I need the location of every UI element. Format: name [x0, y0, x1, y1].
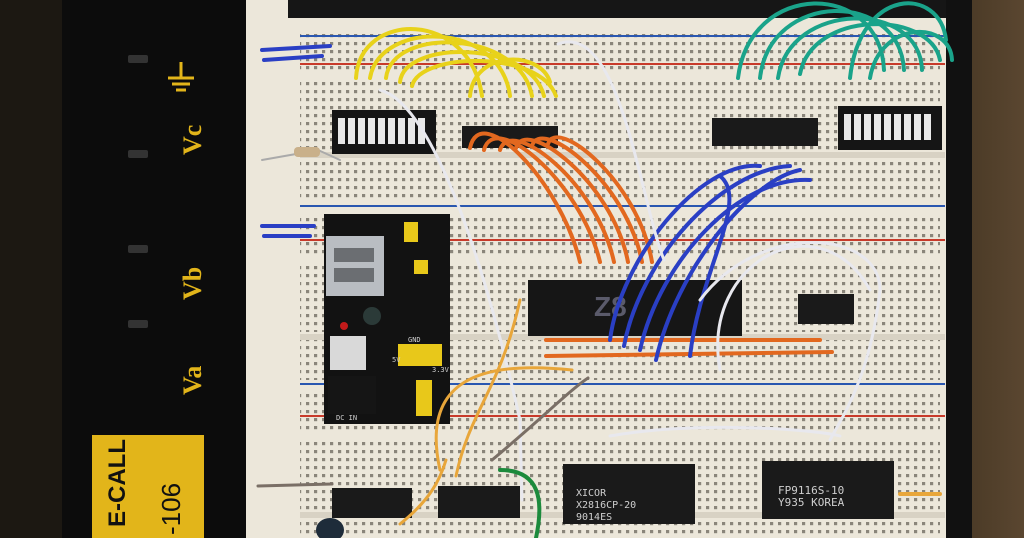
- terminal-posts: [128, 55, 148, 328]
- tan-wires: [398, 298, 574, 526]
- orange-wires: [468, 131, 834, 358]
- base-label-va: Va: [178, 365, 207, 395]
- ground-symbol-icon: [168, 62, 194, 92]
- power-supply-module: DC IN GND 5V 3.3V: [324, 214, 450, 424]
- brand-badge: E-CALL -106: [92, 435, 204, 538]
- v3-label: 3.3V: [432, 366, 450, 374]
- green-wire-bottom: [498, 468, 542, 538]
- eeprom-line-1: XICOR: [576, 488, 607, 499]
- eeprom-line-3: 9014ES: [576, 512, 612, 523]
- capacitor: [363, 307, 381, 325]
- gnd-label: GND: [408, 336, 421, 344]
- led-bargraph-right: [838, 106, 942, 150]
- wires: [256, 1, 954, 538]
- base-label-vc: Vc: [178, 124, 207, 155]
- blue-jumpers-left: [260, 44, 332, 238]
- electrolytic-capacitor: [316, 518, 344, 538]
- green-wires: [736, 1, 954, 80]
- dip-chip: [332, 118, 854, 518]
- brand-text: E-CALL: [104, 439, 131, 527]
- yellow-wires: [354, 27, 558, 98]
- base-left-edge: [0, 0, 62, 538]
- eeprom-chip: XICOR X2816CP-20 9014ES: [563, 464, 695, 524]
- eeprom-line-2: X2816CP-20: [576, 500, 636, 511]
- resistor: [261, 147, 341, 161]
- dc-in-label: DC IN: [336, 414, 357, 422]
- power-switch: [330, 336, 366, 370]
- white-wires: [378, 40, 882, 502]
- led-bargraph-left: [332, 110, 436, 154]
- sram-line-2: Y935 KOREA: [778, 496, 845, 509]
- gray-wires: [256, 376, 590, 488]
- sram-chip: FP9116S-10 Y935 KOREA: [762, 461, 894, 519]
- usb-port: [326, 236, 384, 296]
- breadboard-right-frame: [946, 0, 972, 538]
- dc-jack: [328, 376, 376, 414]
- blue-wires: [608, 163, 812, 362]
- power-led: [340, 322, 348, 330]
- wood-edge: [965, 0, 1024, 538]
- model-text: -106: [156, 482, 186, 535]
- jumper-pins: [398, 222, 442, 416]
- sram-line-1: FP9116S-10: [778, 484, 844, 497]
- base-label-vb: Vb: [178, 266, 207, 300]
- v5-label: 5V: [392, 356, 401, 364]
